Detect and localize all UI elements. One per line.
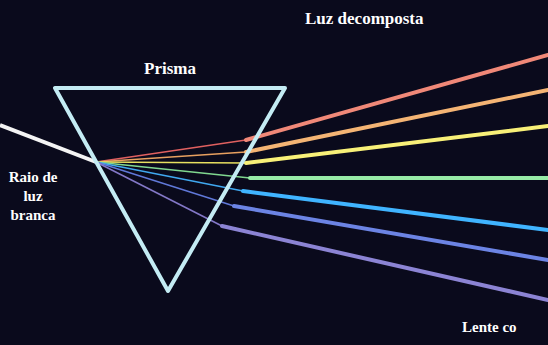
text-label: Lente co — [462, 318, 546, 337]
outer-rays — [222, 55, 548, 300]
text-label: Luz decomposta — [305, 8, 505, 29]
text-label: Raio de luz branca — [2, 168, 64, 224]
prism-triangle: Prisma — [50, 55, 290, 297]
inner-rays — [96, 140, 250, 226]
prism-title: Prisma — [50, 55, 290, 79]
prism-outline — [50, 55, 290, 297]
white-ray — [0, 125, 96, 162]
